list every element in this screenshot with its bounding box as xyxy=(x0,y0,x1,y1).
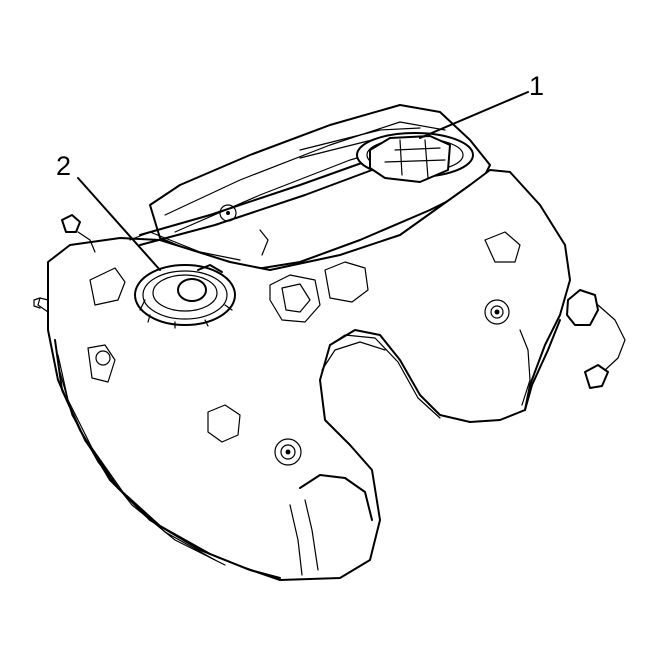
callout-label-1: 1 xyxy=(529,71,545,101)
fuel-pump-module-primary xyxy=(356,132,474,183)
callout-label-2: 2 xyxy=(56,151,72,181)
callout-leaders xyxy=(77,91,529,271)
electrical-clip-left xyxy=(33,214,96,309)
leader-line-1 xyxy=(419,91,529,139)
fuel-sender-module-secondary xyxy=(134,264,236,329)
electrical-connector-right xyxy=(566,289,626,389)
mounting-bosses xyxy=(95,204,510,466)
tank-pockets xyxy=(207,231,521,443)
leader-line-2 xyxy=(77,177,161,271)
